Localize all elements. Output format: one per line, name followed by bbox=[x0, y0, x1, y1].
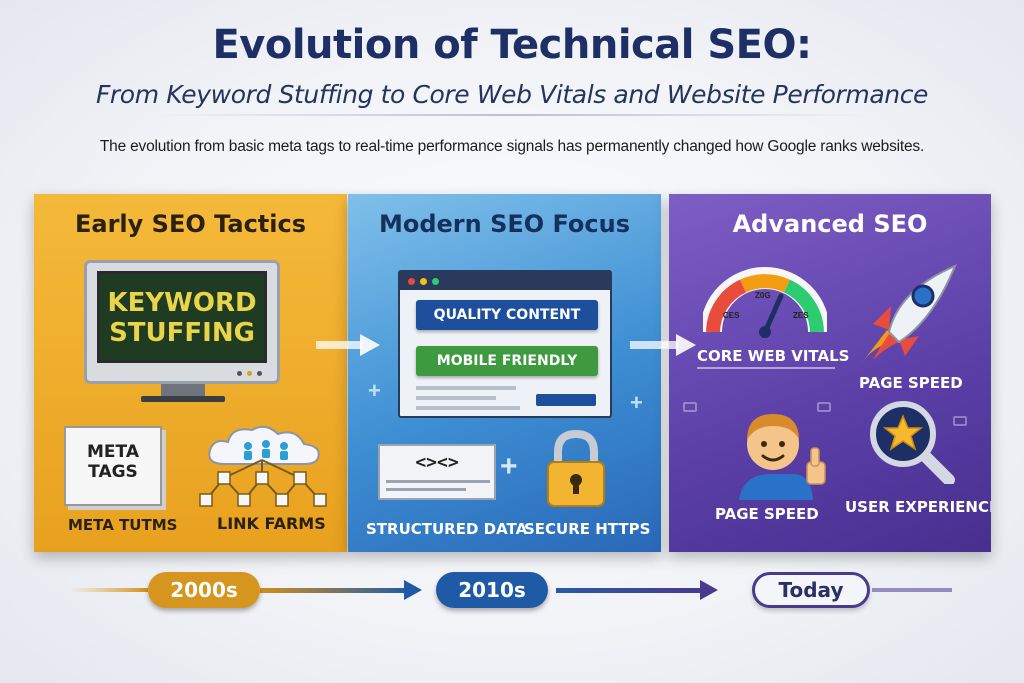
plus-icon: + bbox=[500, 450, 518, 483]
browser-button bbox=[536, 394, 596, 406]
timeline-label-2000s: 2000s bbox=[170, 578, 238, 602]
gauge-icon: CES Z0G ZES bbox=[703, 267, 827, 338]
arrow-icon bbox=[316, 334, 380, 356]
panel-advanced-seo: Advanced SEO CES Z0G ZES CORE WEB VITALS… bbox=[669, 194, 991, 552]
mobile-friendly-badge: MOBILE FRIENDLY bbox=[416, 346, 598, 376]
monitor-stand bbox=[161, 384, 205, 396]
gauge-label-left: CES bbox=[723, 311, 740, 320]
monitor-icon: KEYWORD STUFFING bbox=[84, 260, 280, 384]
code-icon: <><> bbox=[378, 444, 496, 500]
link-network-icon bbox=[199, 459, 327, 507]
rocket-icon bbox=[861, 264, 957, 364]
plus-icon: + bbox=[630, 390, 643, 415]
gauge-label-mid: Z0G bbox=[755, 291, 771, 300]
monitor-base bbox=[141, 396, 225, 402]
doc-meta: META bbox=[87, 442, 139, 462]
page-subtitle: From Keyword Stuffing to Core Web Vitals… bbox=[95, 80, 929, 109]
timeline-badge-today: Today bbox=[752, 572, 870, 608]
timeline bbox=[70, 580, 952, 600]
timeline-label-today: Today bbox=[778, 578, 844, 602]
screen-stuffing: STUFFING bbox=[109, 318, 255, 348]
browser-icon: QUALITY CONTENT MOBILE FRIENDLY bbox=[398, 270, 612, 418]
plus-icon: + bbox=[368, 378, 381, 403]
quality-content-badge: QUALITY CONTENT bbox=[416, 300, 598, 330]
label-user-experience: USER EXPERIENCE bbox=[845, 498, 991, 516]
label-page-speed-person: PAGE SPEED bbox=[715, 505, 819, 523]
panel-advanced-title: Advanced SEO bbox=[732, 210, 928, 238]
label-structured-data: STRUCTURED DATA bbox=[366, 520, 528, 538]
arrow-icon bbox=[630, 334, 696, 356]
timeline-label-2010s: 2010s bbox=[458, 578, 526, 602]
title-divider bbox=[150, 114, 874, 116]
cloud-network-icon bbox=[208, 425, 320, 465]
label-link-farms: LINK FARMS bbox=[217, 514, 326, 533]
person-thumbs-up-icon bbox=[739, 414, 826, 500]
panel-modern-seo: Modern SEO Focus QUALITY CONTENT MOBILE … bbox=[348, 194, 661, 552]
label-meta-tutms: META TUTMS bbox=[68, 516, 178, 534]
monitor-screen: KEYWORD STUFFING bbox=[97, 271, 267, 363]
panel-early-seo: Early SEO Tactics KEYWORD STUFFING META … bbox=[34, 194, 347, 552]
panel-early-title: Early SEO Tactics bbox=[75, 210, 306, 238]
label-core-web-vitals: CORE WEB VITALS bbox=[697, 347, 850, 365]
magnifier-star-icon bbox=[870, 401, 955, 484]
doc-tags: TAGS bbox=[88, 462, 138, 482]
timeline-badge-2000s: 2000s bbox=[148, 572, 260, 608]
page-description: The evolution from basic meta tags to re… bbox=[99, 138, 925, 155]
page-title: Evolution of Technical SEO: bbox=[212, 22, 812, 68]
code-snippet: <><> bbox=[415, 452, 459, 473]
label-page-speed-rocket: PAGE SPEED bbox=[859, 374, 963, 392]
label-secure-https: SECURE HTTPS bbox=[524, 520, 651, 538]
padlock-icon bbox=[547, 430, 605, 507]
screen-keyword: KEYWORD bbox=[107, 288, 257, 318]
document-icon: META TAGS bbox=[64, 426, 162, 506]
timeline-badge-2010s: 2010s bbox=[436, 572, 548, 608]
gauge-label-right: ZES bbox=[793, 311, 809, 320]
panel-modern-title: Modern SEO Focus bbox=[378, 210, 631, 238]
